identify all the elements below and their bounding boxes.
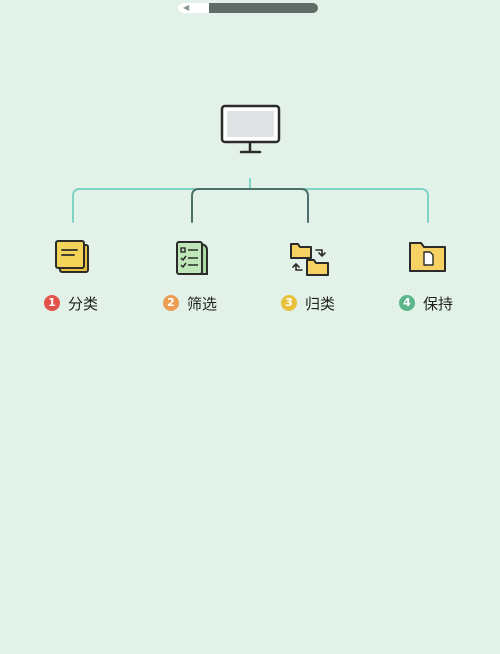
step-text: 筛选: [187, 294, 218, 313]
progress-fill: [177, 3, 210, 13]
step-label-3: 3 归类: [281, 292, 335, 314]
checklist-icon: [176, 241, 208, 275]
connector-lines: [72, 178, 429, 223]
step-label-1: 1 分类: [44, 292, 98, 314]
monitor-icon: [220, 104, 281, 154]
progress-bar[interactable]: ◀: [177, 3, 318, 13]
step-label-4: 4 保持: [399, 292, 453, 314]
step-text: 分类: [68, 294, 99, 313]
step-text: 保持: [423, 294, 454, 313]
connector-outer: [72, 188, 429, 223]
step-number-badge: 1: [44, 295, 60, 311]
chevron-left-icon: ◀: [183, 3, 190, 12]
step-text: 归类: [305, 294, 336, 313]
connector-inner: [191, 188, 309, 223]
step-number-badge: 3: [281, 295, 297, 311]
step-label-2: 2 筛选: [163, 292, 217, 314]
sticky-note-icon: [55, 240, 89, 273]
folder-document-icon: [409, 242, 446, 272]
folder-transfer-icon: [290, 243, 329, 276]
step-number-badge: 2: [163, 295, 179, 311]
step-number-badge: 4: [399, 295, 415, 311]
